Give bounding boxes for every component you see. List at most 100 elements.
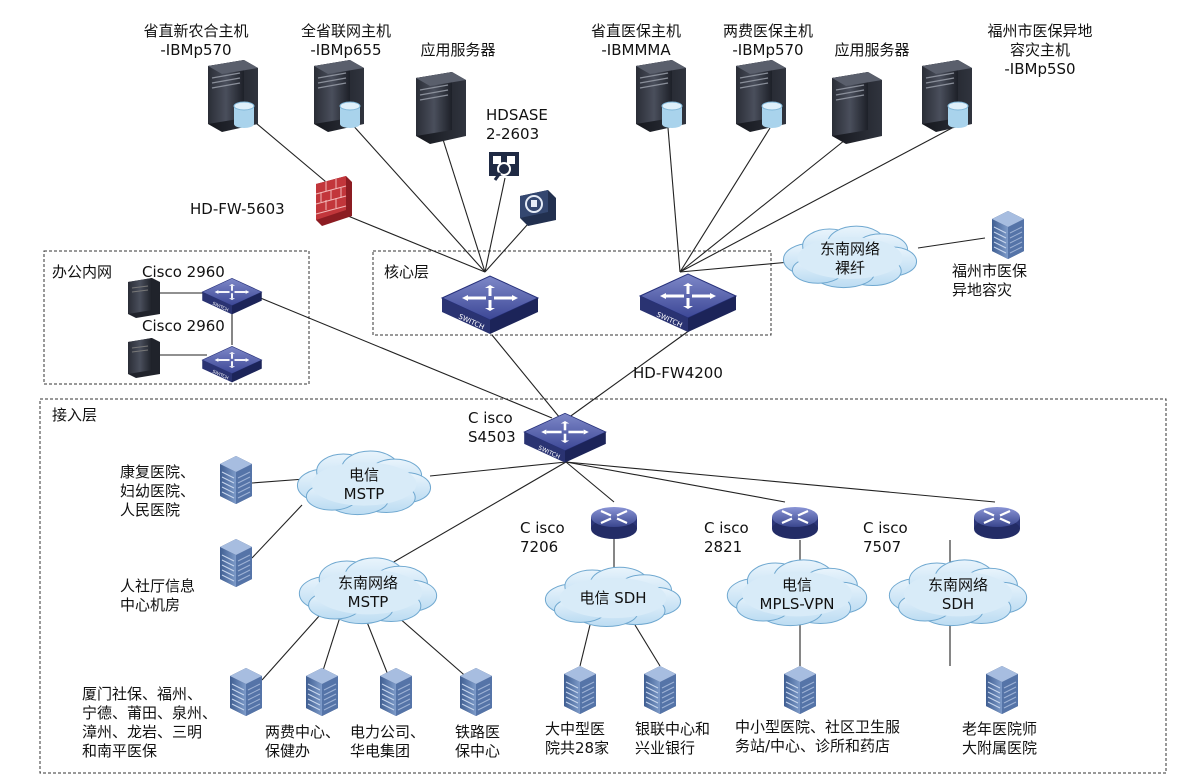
firewall-5603-label: HD-FW-5603 (190, 200, 285, 218)
building-icon (306, 668, 338, 716)
router-label-line: 7206 (520, 538, 558, 556)
site-cities-label-line: 宁德、莆田、泉州、 (82, 704, 217, 722)
site-bank-label-line: 兴业银行 (635, 739, 695, 757)
label-group: 福州市医保异地容灾康复医院、妇幼医院、人民医院人社厅信息中心机房厦门社保、福州、… (82, 262, 1037, 760)
database-icon (947, 101, 969, 128)
server-label: 福州市医保异地容灾主机-IBMp5S0 (987, 22, 1092, 78)
office-zone-label: 办公内网 (52, 263, 112, 281)
site-power-label-line: 电力公司、 (350, 723, 425, 741)
database-icon (761, 101, 783, 128)
cloud-label-line: SDH (942, 595, 974, 613)
site-hospitals-label: 康复医院、妇幼医院、人民医院 (120, 463, 195, 519)
site-big-hospitals-label-line: 院共28家 (545, 739, 609, 757)
site-small-hospitals-label-line: 务站/中心、诊所和药店 (735, 737, 890, 755)
server-label-line: 容灾主机 (1010, 41, 1070, 59)
site-cities-label-line: 漳州、龙岩、三明 (82, 723, 202, 741)
router-label-line: C isco (704, 519, 749, 537)
hdsase-label-2: 2-2603 (486, 125, 539, 143)
site-bank-label-line: 银联中心和 (635, 720, 710, 738)
site-big-hospitals-label: 大中型医院共28家 (545, 720, 609, 757)
server-icon (208, 60, 258, 132)
building-icon (230, 668, 262, 716)
cloud-label-line: 电信 (349, 466, 379, 484)
hdsase-label-1: HDSASE (486, 106, 548, 124)
server-icon (636, 60, 686, 132)
access-layer-zone (39, 398, 1167, 774)
building-icon (564, 666, 596, 714)
site-hospitals-label-line: 人民医院 (120, 501, 180, 519)
firewall-icon (315, 176, 352, 226)
site-power-label: 电力公司、华电集团 (350, 723, 425, 760)
site-fuzhou-dr-label-line: 福州市医保 (952, 262, 1027, 280)
cloud-label-line: MSTP (348, 593, 389, 611)
site-cities-label-line: 和南平医保 (82, 742, 157, 760)
site-power-label-line: 华电集团 (350, 742, 410, 760)
building-group (220, 211, 1024, 716)
server-label-line: 省直医保主机 (591, 22, 681, 40)
core-firewall-label: HD-FW4200 (633, 364, 723, 382)
building-icon (220, 456, 252, 504)
site-hrss-center-label: 人社厅信息中心机房 (120, 577, 195, 614)
site-hrss-center-label-line: 人社厅信息 (120, 577, 195, 595)
building-icon (460, 668, 492, 716)
server-label-line: 全省联网主机 (301, 22, 391, 40)
hdsase-icon (489, 152, 556, 226)
access-switch-label-2: S4503 (468, 428, 516, 446)
office-switch-2-label: Cisco 2960 (142, 317, 225, 335)
server-label-line: -IBMp570 (732, 41, 803, 59)
server-label: 应用服务器 (420, 41, 495, 59)
site-elderly-hospital-label-line: 老年医院师 (962, 720, 1037, 738)
access-zone-label: 接入层 (52, 406, 97, 424)
office-pc-icon (128, 338, 160, 378)
site-elderly-hospital-label: 老年医院师大附属医院 (962, 720, 1037, 757)
site-rail-label-line: 保中心 (455, 742, 500, 760)
server-label-line: 应用服务器 (420, 41, 495, 59)
router-label-line: C isco (520, 519, 565, 537)
core-firewall-switch-icon: SWITCH (638, 273, 738, 332)
server-icon (922, 60, 972, 132)
site-rail-label: 铁路医保中心 (455, 723, 500, 760)
server-label: 省直医保主机-IBMMMA (591, 22, 681, 59)
site-fee-center-label-line: 两费中心、 (265, 723, 340, 741)
office-switch-icon: SWITCH (201, 346, 263, 383)
site-rail-label-line: 铁路医 (455, 723, 500, 741)
connection-lines (160, 117, 996, 681)
router-label-line: C isco (863, 519, 908, 537)
server-label: 全省联网主机-IBMp655 (301, 22, 391, 59)
database-icon (233, 101, 255, 128)
site-fee-center-label-line: 保健办 (265, 742, 310, 760)
office-switch-1-label: Cisco 2960 (142, 263, 225, 281)
site-hospitals-label-line: 妇幼医院、 (120, 482, 195, 500)
site-small-hospitals-label: 中小型医院、社区卫生服务站/中心、诊所和药店 (735, 718, 900, 755)
site-bank-label: 银联中心和兴业银行 (635, 720, 710, 757)
server-icon (736, 60, 786, 132)
database-icon (339, 101, 361, 128)
access-switch-icon: SWITCH (523, 412, 607, 463)
building-icon (986, 666, 1018, 714)
office-switch-icon: SWITCH (201, 278, 263, 315)
site-fee-center-label: 两费中心、保健办 (265, 723, 340, 760)
site-hrss-center-label-line: 中心机房 (120, 596, 180, 614)
cloud-label-line: 东南网络 (338, 574, 398, 592)
router-icon (974, 507, 1020, 539)
site-cities-label-line: 厦门社保、福州、 (82, 685, 202, 703)
cloud-southeast-fiber: 东南网络裸纤 (782, 225, 918, 289)
server-label-line: 省直新农合主机 (143, 22, 248, 40)
server-icon (314, 60, 364, 132)
server-label-line: -IBMp570 (160, 41, 231, 59)
server-icon (832, 72, 882, 144)
server-label-line: 福州市医保异地 (987, 22, 1092, 40)
server-icon (416, 72, 466, 144)
building-icon (220, 539, 252, 587)
cloud-label-line: MSTP (344, 485, 385, 503)
server-label-line: -IBMMMA (601, 41, 671, 59)
